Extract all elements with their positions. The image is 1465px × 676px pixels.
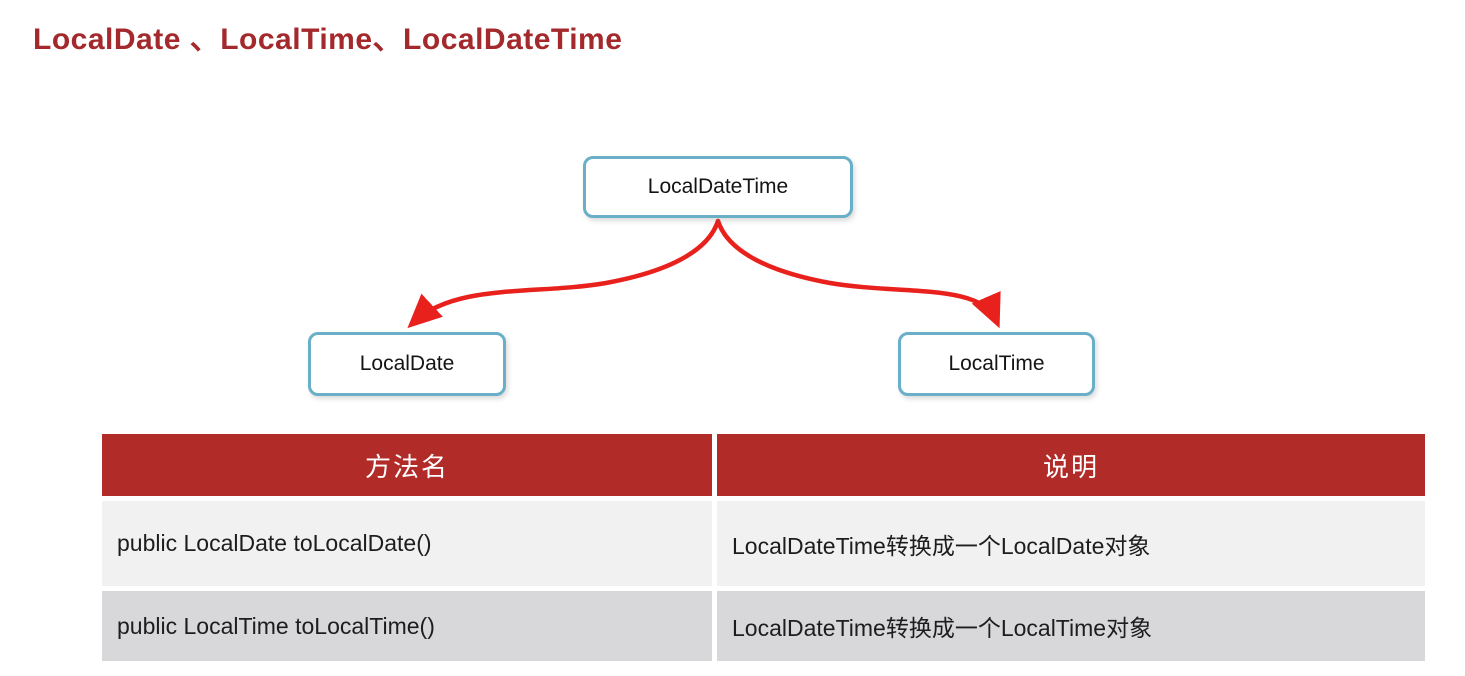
node-localdate: LocalDate [308,332,506,396]
arrows-layer [407,218,1001,329]
header-cell-description: 说明 [717,434,1425,496]
node-localtime: LocalTime [898,332,1095,396]
cell-method-row1: public LocalDate toLocalDate() [102,501,712,586]
cell-description-row2-text: LocalDateTime转换成一个LocalTime对象 [732,615,1153,641]
header-cell-method-label: 方法名 [364,451,449,482]
page-title: LocalDate 、LocalTime、LocalDateTime [33,23,623,56]
cell-description-row2: LocalDateTime转换成一个LocalTime对象 [717,591,1425,661]
cell-method-row1-text: public LocalDate toLocalDate() [117,530,432,556]
arrow-to-localtime-icon [715,218,1001,329]
class-hierarchy-diagram: LocalDateTime LocalDate LocalTime [308,156,1095,396]
node-localdatetime: LocalDateTime [583,156,853,218]
node-localtime-label: LocalTime [948,352,1045,375]
node-localdatetime-label: LocalDateTime [647,175,789,198]
arrow-to-localdate-icon [407,218,721,329]
node-localdate-label: LocalDate [359,352,455,375]
cell-method-row2: public LocalTime toLocalTime() [102,591,712,661]
cell-method-row2-text: public LocalTime toLocalTime() [117,612,435,639]
cell-description-row1: LocalDateTime转换成一个LocalDate对象 [717,501,1425,586]
methods-table: 方法名 说明 public LocalDate toLocalDate() Lo… [102,434,1425,661]
cell-description-row1-text: LocalDateTime转换成一个LocalDate对象 [732,532,1151,559]
header-cell-description-label: 说明 [1042,451,1099,482]
header-cell-method: 方法名 [102,434,712,496]
